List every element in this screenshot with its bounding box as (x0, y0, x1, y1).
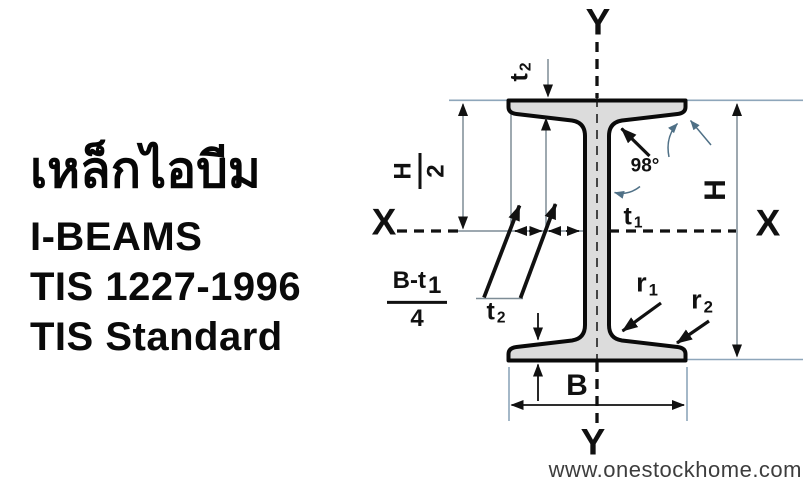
t2-top-label: t2 (505, 62, 535, 82)
r2-leader-arrow (676, 319, 710, 345)
h-half-fraction-label: H 2 (389, 153, 450, 189)
oblique-stroke-1 (482, 204, 522, 299)
flange-offset-denominator: 4 (410, 305, 424, 333)
fraction-bar (387, 301, 447, 305)
standard-name: TIS Standard (30, 315, 283, 359)
thai-title: เหล็กไอบีม (30, 142, 261, 198)
angle-leader-arrow (620, 127, 651, 158)
flange-offset-fraction-label: B-t1 4 (387, 266, 447, 333)
h-half-numerator: H (389, 162, 417, 180)
edge-radius-pointer-arrow (689, 120, 712, 146)
x-axis-label-left: X (371, 201, 397, 243)
y-axis-label-top: Y (585, 1, 611, 43)
standard-code: TIS 1227-1996 (30, 265, 302, 309)
h-dimension-label: H (699, 179, 732, 201)
oblique-stroke-2 (518, 203, 558, 299)
r1-leader-arrow (621, 301, 662, 333)
product-name: I-BEAMS (30, 215, 203, 259)
flange-offset-numerator: B-t1 (392, 266, 442, 300)
watermark-url: www.onestockhome.com (548, 457, 802, 482)
left-text-panel: เหล็กไอบีม I-BEAMS TIS 1227-1996 TIS Sta… (30, 140, 301, 362)
flange-angle-label: 98° (630, 155, 660, 177)
web-face-curved-arrow (614, 185, 641, 199)
fraction-bar (418, 153, 422, 189)
y-axis-label-bottom: Y (580, 421, 606, 463)
b-dimension-label: B (566, 369, 588, 402)
h-half-denominator: 2 (422, 164, 450, 178)
x-axis-label-right: X (755, 202, 781, 244)
angle-curved-arrow (667, 122, 679, 158)
